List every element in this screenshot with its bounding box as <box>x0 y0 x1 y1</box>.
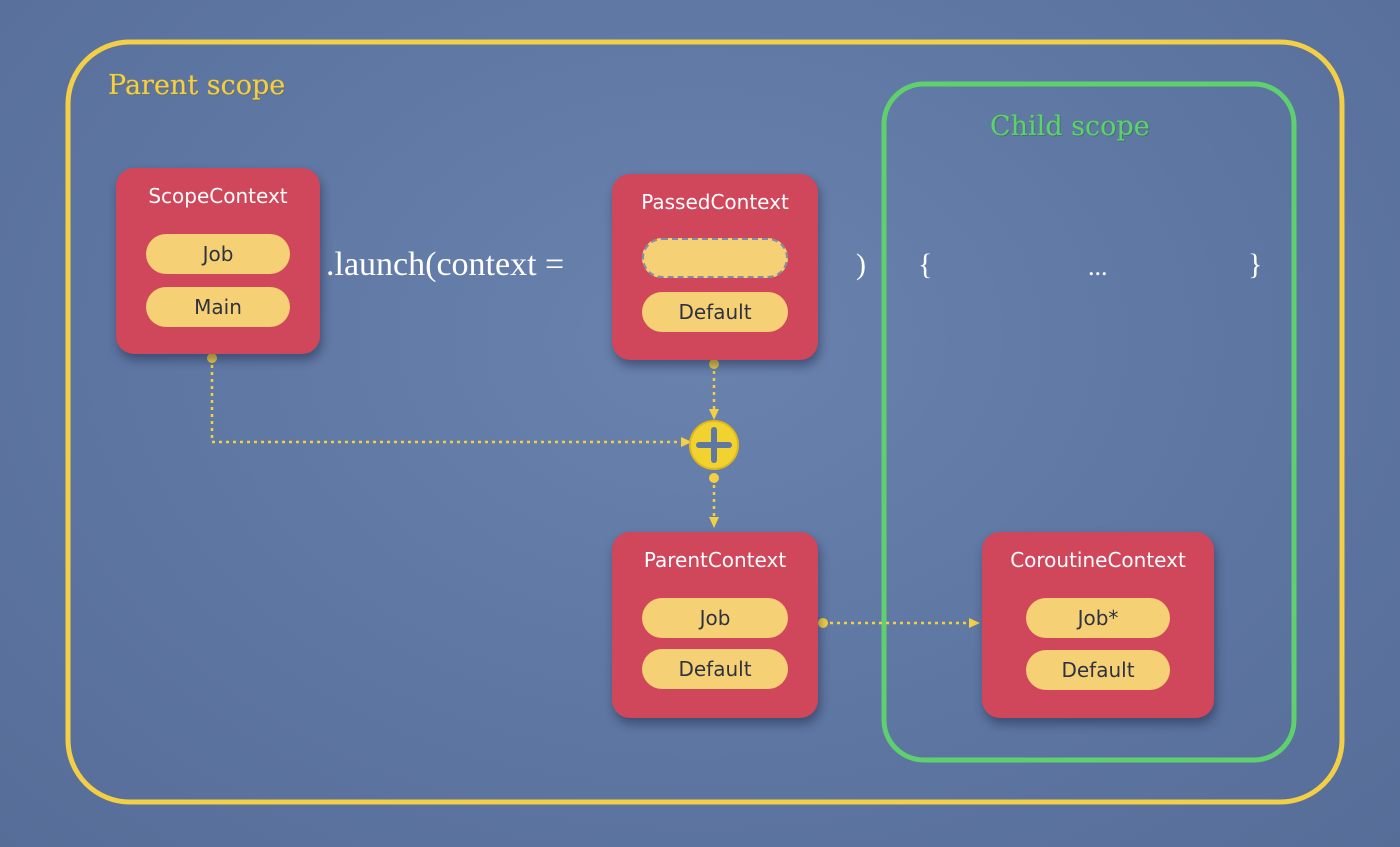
coroutine-context-box: CoroutineContext Job* Default <box>982 532 1214 718</box>
child-scope-label: Child scope <box>990 111 1150 142</box>
open-brace-text: { <box>918 248 933 281</box>
close-brace-text: } <box>1248 248 1263 281</box>
child-scope-outline <box>881 81 1297 763</box>
scope-context-job-pill: Job <box>146 234 290 274</box>
plus-to-parent-connector <box>709 473 719 528</box>
passed-context-title: PassedContext <box>641 190 789 214</box>
close-paren-text: ) <box>856 248 866 281</box>
passed-to-plus-connector <box>709 359 719 420</box>
passed-context-empty-slot <box>642 238 788 278</box>
passed-context-default-pill: Default <box>642 292 788 332</box>
passed-context-box: PassedContext Default <box>612 174 818 360</box>
scope-context-title: ScopeContext <box>148 184 288 208</box>
parent-context-job-pill: Job <box>642 598 788 638</box>
launch-call-text: .launch(context = <box>326 246 565 283</box>
coroutine-context-default-pill: Default <box>1026 650 1170 690</box>
scope-context-main-pill: Main <box>146 287 290 327</box>
scope-to-plus-connector <box>207 353 692 447</box>
parent-context-box: ParentContext Job Default <box>612 532 818 718</box>
scope-context-box: ScopeContext Job Main <box>116 168 320 354</box>
parent-scope-label: Parent scope <box>108 70 286 101</box>
coroutine-context-title: CoroutineContext <box>1010 548 1186 572</box>
parent-context-title: ParentContext <box>643 548 787 572</box>
parent-scope-outline <box>65 39 1345 805</box>
ellipsis-text: ... <box>1088 252 1108 281</box>
plus-icon <box>689 420 739 470</box>
parent-to-coroutine-connector <box>818 618 980 628</box>
coroutine-context-job-pill: Job* <box>1026 598 1170 638</box>
parent-context-default-pill: Default <box>642 649 788 689</box>
